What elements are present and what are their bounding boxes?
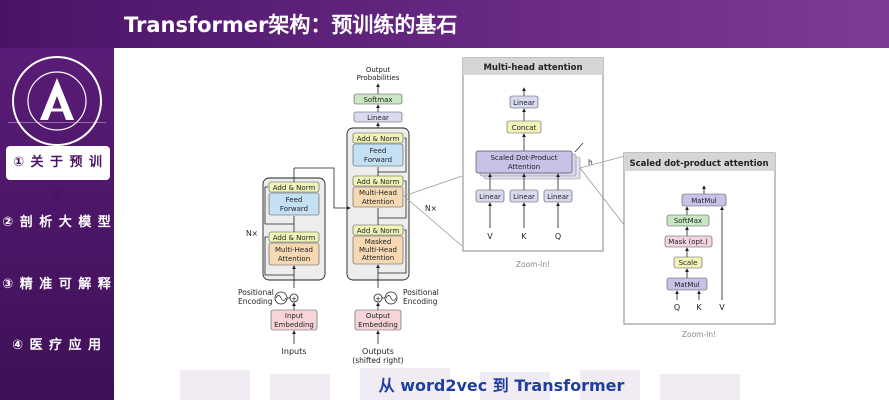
mh-label-sdpa-1: Scaled Dot-Product — [490, 154, 557, 162]
sdpa-softmax — [666, 214, 710, 227]
decoder-masked-attention — [352, 235, 404, 265]
divider — [8, 122, 106, 123]
sdpa-scale — [673, 256, 703, 269]
sidebar: ① 关 于 预 训 练 ② 剖 析 大 模 型 ③ 精 准 可 解 释 ④ 医 … — [0, 48, 114, 400]
sdpa-panel-title: Scaled dot-product attention — [630, 159, 769, 169]
mh-input-v: V — [487, 232, 493, 241]
sdpa-label-softmax: SoftMax — [674, 217, 702, 225]
nav-item-pretraining[interactable]: ① 关 于 预 训 练 — [6, 146, 110, 204]
nav-item-interpretability[interactable]: ③ 精 准 可 解 释 — [2, 277, 112, 292]
label-nx-encoder: N× — [246, 229, 258, 238]
block-output-embedding — [354, 309, 402, 331]
label-inputs: Inputs — [282, 347, 307, 356]
sdpa-matmul-top — [681, 193, 727, 207]
sdpa-panel: Scaled dot-product attention MatMul Soft… — [623, 152, 776, 339]
sdpa-mask — [664, 235, 713, 248]
label-feed: Feed — [370, 147, 387, 155]
sdpa-zoom-label: Zoom-In! — [682, 330, 716, 339]
nav-item-llm-analysis[interactable]: ② 剖 析 大 模 型 — [2, 215, 112, 230]
label-multi-head: Multi-Head — [359, 189, 397, 197]
sdpa-input-k: K — [696, 303, 702, 312]
university-logo — [12, 56, 102, 146]
label-shifted-right: (shifted right) — [352, 356, 404, 365]
label-forward: Forward — [280, 205, 308, 213]
label-embedding: Embedding — [274, 321, 314, 329]
label-multi-head: Multi-Head — [359, 246, 397, 254]
encoder-multi-head-attention — [268, 242, 320, 266]
sdpa-matmul-bottom — [666, 277, 708, 291]
header-bar: Transformer架构：预训练的基石 — [0, 0, 889, 48]
page-title: Transformer架构：预训练的基石 — [124, 13, 458, 37]
transformer-diagram: Output Probabilities Softmax Linear Add … — [238, 57, 776, 365]
transformer-architecture: Output Probabilities Softmax Linear Add … — [238, 66, 463, 365]
mh-label-h: h — [588, 158, 593, 167]
label-linear: Linear — [367, 114, 389, 122]
label-add-norm: Add & Norm — [357, 135, 400, 143]
mh-label-linear: Linear — [513, 193, 535, 201]
label-outputs: Outputs — [362, 347, 394, 356]
footer-caption: 从 word2vec 到 Transformer — [378, 376, 625, 395]
label-positional-encoding-left-2: Encoding — [238, 297, 273, 306]
label-softmax: Softmax — [363, 96, 392, 104]
label-positional-encoding-right-1: Positional — [403, 288, 439, 297]
decoder-add-norm-3 — [352, 132, 404, 144]
label-attention: Attention — [362, 254, 394, 262]
svg-text:+: + — [375, 295, 381, 303]
label-output-probabilities-2: Probabilities — [357, 74, 400, 82]
mh-label-linear: Linear — [479, 193, 501, 201]
block-input-embedding — [270, 309, 318, 331]
background-decoration — [180, 368, 740, 400]
label-positional-encoding-right-2: Encoding — [403, 297, 438, 306]
label-masked: Masked — [365, 238, 392, 246]
mh-label-linear: Linear — [547, 193, 569, 201]
label-feed: Feed — [286, 196, 303, 204]
block-linear — [353, 111, 403, 123]
block-softmax — [353, 93, 403, 105]
sdpa-label-mask: Mask (opt.) — [668, 238, 708, 246]
mh-input-q: Q — [555, 232, 561, 241]
nav-item-medical[interactable]: ④ 医 疗 应 用 — [11, 338, 103, 353]
decoder-multi-head-attention — [352, 186, 404, 208]
mh-sdpa — [475, 150, 573, 174]
mh-concat — [506, 120, 542, 134]
sdpa-label-matmul: MatMul — [674, 281, 700, 289]
mh-input-k: K — [521, 232, 527, 241]
mh-label-concat: Concat — [512, 124, 537, 132]
sdpa-label-matmul: MatMul — [691, 197, 717, 205]
label-embedding: Embedding — [358, 321, 398, 329]
encoder-feed-forward — [268, 192, 320, 216]
svg-text:+: + — [291, 295, 297, 303]
multihead-panel-header — [463, 58, 603, 75]
sdpa-input-v: V — [719, 303, 725, 312]
mh-label-linear: Linear — [513, 99, 535, 107]
sdpa-label-scale: Scale — [679, 259, 698, 267]
label-attention: Attention — [362, 198, 394, 206]
label-output: Output — [366, 312, 391, 320]
mh-label-sdpa-2: Attention — [508, 163, 540, 171]
label-positional-encoding-left-1: Positional — [238, 288, 274, 297]
label-forward: Forward — [364, 156, 392, 164]
sdpa-input-q: Q — [674, 303, 680, 312]
label-add-norm: Add & Norm — [273, 184, 316, 192]
multihead-panel-title: Multi-head attention — [483, 63, 582, 73]
label-attention: Attention — [278, 255, 310, 263]
label-add-norm: Add & Norm — [357, 227, 400, 235]
label-add-norm: Add & Norm — [357, 178, 400, 186]
label-nx-decoder: N× — [425, 204, 437, 213]
main-content: Output Probabilities Softmax Linear Add … — [114, 48, 889, 400]
label-add-norm: Add & Norm — [273, 234, 316, 242]
label-output-probabilities-1: Output — [366, 66, 391, 74]
mh-zoom-label: Zoom-In! — [516, 260, 550, 269]
label-input: Input — [285, 312, 303, 320]
decoder-feed-forward — [352, 143, 404, 167]
sdpa-panel-header — [624, 153, 775, 171]
multihead-panel: Multi-head attention Linear Concat Scale… — [462, 57, 626, 269]
label-multi-head: Multi-Head — [275, 246, 313, 254]
